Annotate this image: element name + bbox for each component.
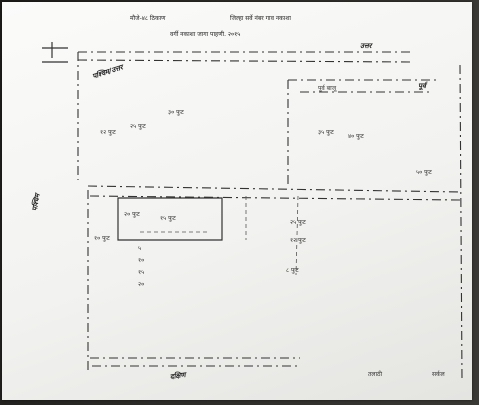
center-vertical-1: ५ xyxy=(138,245,142,252)
center-vertical-4: २० xyxy=(138,281,145,288)
center-vertical-3: १५ xyxy=(138,269,145,276)
left-room-dim-1: २० फुट xyxy=(124,211,140,218)
top-left-dim-1: १२ फुट xyxy=(100,129,116,136)
signature-right: सर्कल xyxy=(432,371,445,378)
header-line1-left: मौजे-४८ ठिकाण xyxy=(130,15,166,22)
sheet-edge xyxy=(470,0,479,405)
left-scale-marker xyxy=(42,42,68,63)
top-left-dim-2: २५ फुट xyxy=(130,123,146,130)
north-label: उत्तर xyxy=(360,42,372,50)
top-right-dim-3: ५० फुट xyxy=(416,169,432,176)
left-room-dim-3: १० फुट xyxy=(94,235,110,242)
top-right-dim-1: ३५ फुट xyxy=(318,129,334,136)
right-center-dim-1: २५ फुट xyxy=(290,219,306,226)
left-room-dim-2: १५ फुट xyxy=(160,215,176,222)
header-line1-right: जिल्हा सर्वे नंबर गाव नकाशा xyxy=(230,15,291,22)
top-right-dim-2: ४० फुट xyxy=(348,133,364,140)
signature-left: तलाठी xyxy=(368,371,383,378)
mid-boundary-line xyxy=(87,185,461,193)
center-vertical-2: १० xyxy=(138,257,145,264)
east-label: पूर्व xyxy=(418,82,426,90)
right-divider xyxy=(295,195,299,276)
mid-boundary-line-2 xyxy=(89,195,461,201)
top-left-dim-3: ३० फुट xyxy=(168,109,184,116)
right-center-dim-2: १२ फुट xyxy=(290,237,306,244)
paper-sheet xyxy=(2,2,472,400)
east-room-label: पूर्व बाजू xyxy=(318,85,337,92)
left-room-box xyxy=(117,197,223,241)
header-line2: वर्गी नकाशा जागा पाहणी. २०१५ xyxy=(170,31,241,38)
east-boundary-line xyxy=(459,64,463,381)
north-boundary-line-2 xyxy=(77,59,411,63)
right-center-dim-3: ८ फुट xyxy=(286,267,299,274)
